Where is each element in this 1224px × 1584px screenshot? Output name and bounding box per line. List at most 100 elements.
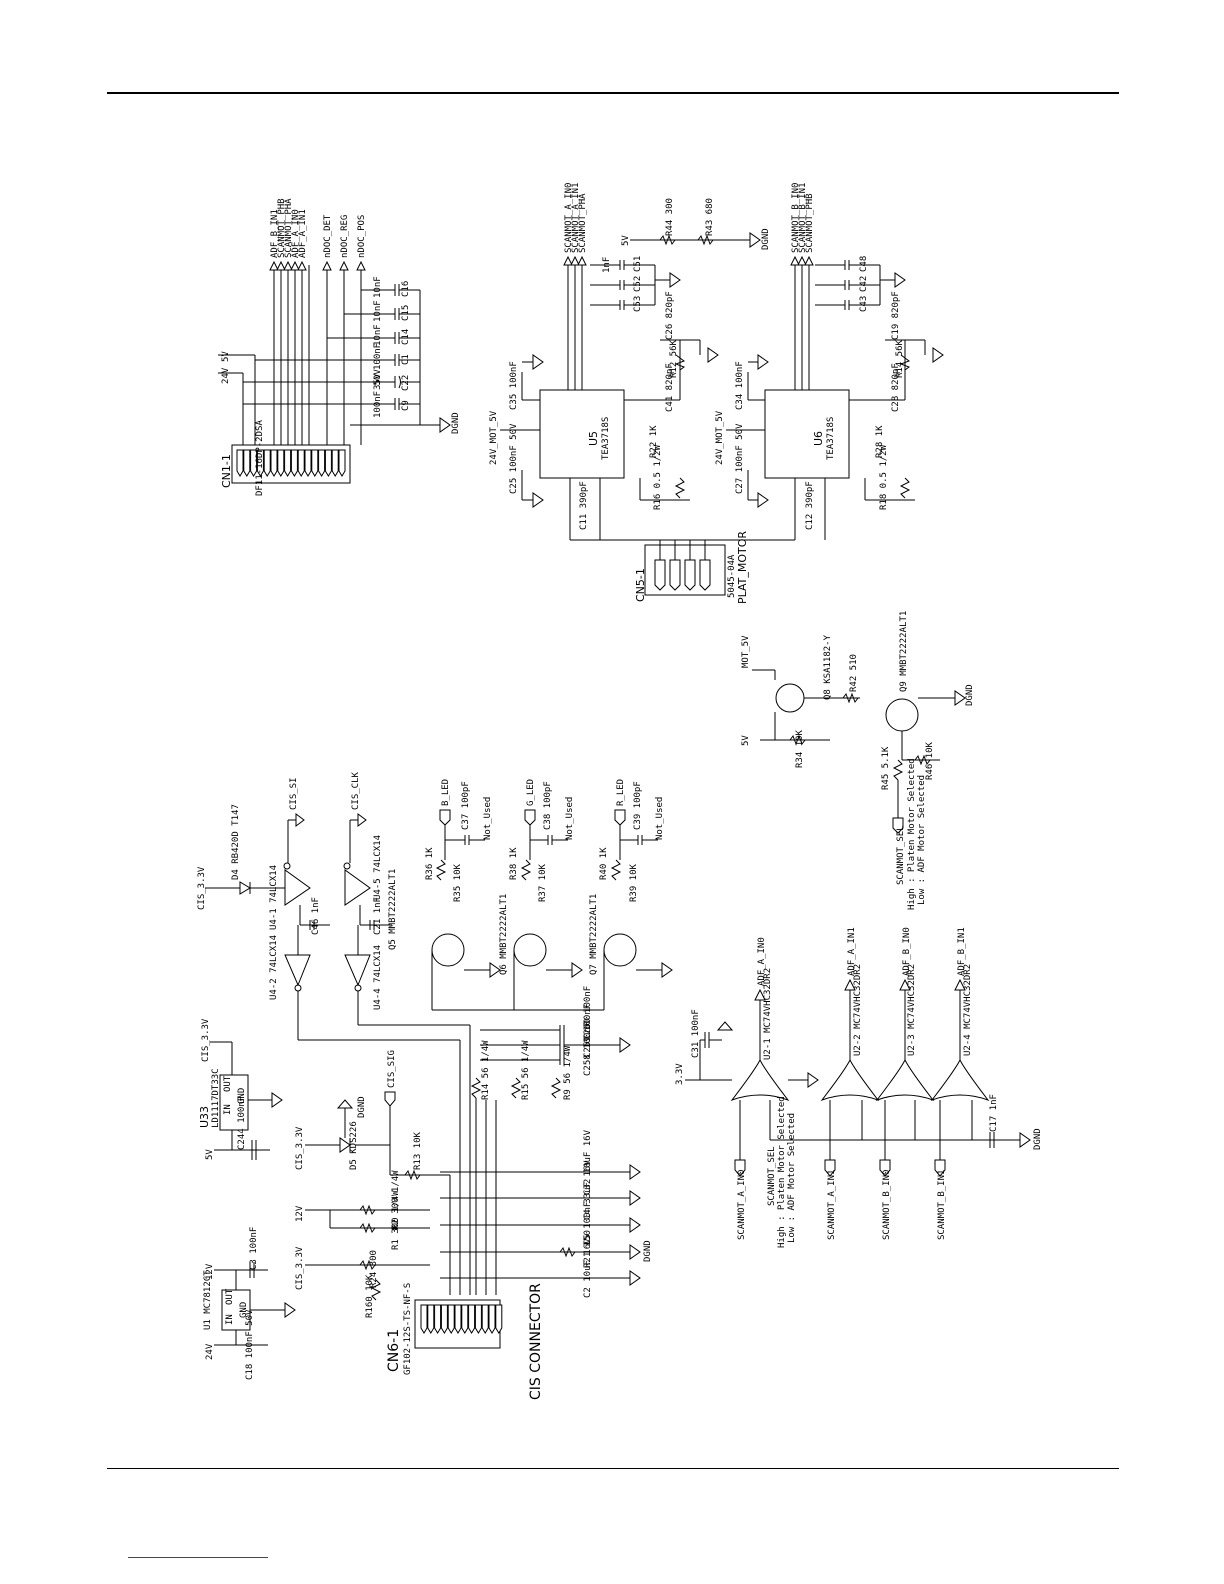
- connector-pin: [284, 449, 292, 477]
- connector-pin: [454, 1304, 462, 1334]
- c1-value: 100nF: [373, 343, 383, 370]
- cn1-connector-block: CN1-1 DF11-16DP-2DSA: [218, 198, 461, 496]
- r16-label: R16 0.5 1/2W: [653, 444, 663, 510]
- c244-label: C244 100nF: [237, 1096, 247, 1150]
- c4-label: C4 33uF 16V: [583, 1160, 593, 1220]
- cn5-ref: CN5-1: [634, 568, 647, 602]
- cn5-name: PLAT_MOTOR: [736, 531, 749, 604]
- u1-12v: 12V: [205, 1263, 215, 1280]
- scanmot-a-in0-label: SCANMOT_A_IN0: [737, 1170, 747, 1240]
- cn5-connector-body: [644, 544, 726, 596]
- r44-label: R44 300: [665, 198, 675, 236]
- r42-label: R42 510: [849, 654, 859, 692]
- cn1-part-label: DF11-16DP-2DSA: [255, 420, 265, 496]
- cis33-d5-label: CIS_3.3V: [295, 1126, 305, 1170]
- connector-pin: [256, 449, 264, 477]
- cn1-signal-ndoc-reg: nDOC_REG: [340, 215, 350, 258]
- connector-pin: [468, 1304, 476, 1334]
- u1-out: OUT: [225, 1288, 235, 1305]
- c16-value: 10nF: [373, 276, 383, 298]
- r36-label: R36 1K: [425, 847, 435, 880]
- c12-label: C12 390pF: [805, 481, 815, 530]
- scanmot-sel-or-high: High : Platen Motor Selected: [777, 1096, 787, 1248]
- c16-ref: C16: [401, 281, 411, 297]
- u33-gnd: GND: [237, 1088, 247, 1104]
- dgnd-cis-label: DGND: [643, 1240, 653, 1262]
- q6-label: Q6 MMBT2222ALT1: [499, 894, 509, 975]
- c258-label: C258 100nF: [583, 1022, 593, 1076]
- r38-label: R38 1K: [509, 847, 519, 880]
- u6-in0-label: SCANMOT_B_IN0: [791, 183, 801, 253]
- cn1-dgnd-symbol: [439, 417, 451, 433]
- cn1-signal-scanmot-phb: SCANMOT_PHB: [277, 198, 287, 258]
- q9-label: Q9 MMBT2222ALT1: [899, 611, 909, 692]
- connector-pin: [461, 1304, 469, 1334]
- nu2-label: Not_Used: [565, 797, 575, 840]
- u33-cis33: CIS_3.3V: [201, 1018, 211, 1062]
- c260-label: C260 100nF: [583, 986, 593, 1040]
- c19-label: C19 820pF: [891, 291, 901, 340]
- u6-in1-label: SCANMOT_B_IN1: [798, 183, 808, 253]
- r35-label: R35 10K: [453, 863, 463, 902]
- connector-pin: [420, 1304, 428, 1334]
- r-led-driver: R_LED C39 100pF Not_Used R40 1K R39 10K …: [589, 779, 673, 1010]
- u4-4-inverter: [344, 954, 371, 987]
- cis33-top-label: CIS_3.3V: [197, 866, 207, 910]
- connector-pin: [495, 1304, 503, 1334]
- u2-4-label: U2-4 MC74VHC32DR2: [963, 964, 973, 1056]
- u5-motor-driver-block: U5 TEA3718S 24V_MOT_5V SCANMOT_A_IN0 SCA…: [489, 183, 771, 540]
- cn1-dgnd-label: DGND: [451, 412, 461, 434]
- c52-ref: C52: [633, 276, 643, 292]
- cis-sig-label: CIS_SIG: [387, 1050, 397, 1088]
- cn1-signal-ndoc-det: nDOC_DET: [323, 214, 333, 258]
- connector-pin: [488, 1304, 496, 1334]
- scanmot-sel-high: High : Platen Motor Selected: [907, 758, 917, 910]
- connector-pin: [290, 449, 298, 477]
- r14-label: R14 56K: [895, 339, 905, 378]
- r2-label: R2 300 1/4W: [391, 1170, 401, 1230]
- u6-motor-driver-block: U6 TEA3718S 24V_MOT_5V SCANMOT_B_IN0 SCA…: [715, 183, 944, 540]
- q9-transistor-symbol: [885, 698, 919, 732]
- connector-pin: [338, 449, 346, 477]
- c14-ref: C14: [401, 329, 411, 345]
- u33-body: [219, 1074, 249, 1131]
- u5-dgnd-top: DGND: [761, 228, 771, 250]
- r28-label: R28 1K: [875, 425, 885, 458]
- u2-1-or-gate: [730, 1058, 790, 1102]
- c9-value: 100nF 50V: [373, 369, 383, 418]
- cn1-5v-label: 5V: [221, 351, 231, 362]
- header-rule: [107, 92, 1119, 94]
- u1-gnd: GND: [239, 1302, 249, 1318]
- footer-rule: [107, 1468, 1119, 1469]
- c42-ref: C42: [859, 276, 869, 292]
- q-dgnd-label: DGND: [965, 684, 975, 706]
- connector-pin: [297, 449, 305, 477]
- motor-select-block: MOT_5V Q8 KSA1182-Y R34 10K 5V R42 510 Q…: [741, 611, 975, 910]
- led-driver-block: B_LED C37 100pF Not_Used R36 1K R35 10K …: [388, 779, 673, 1295]
- cn1-bus-lines: [242, 265, 440, 445]
- r160-label: R160 10K: [365, 1274, 375, 1318]
- connector-pin: [481, 1304, 489, 1334]
- c5-label: C5 100nF: [583, 1202, 593, 1245]
- connector-pin: [318, 449, 326, 477]
- u5-in1-label: SCANMOT_A_IN1: [571, 183, 581, 253]
- cn1-arrows: [269, 260, 366, 271]
- u4-1-label: U4-1 74LCX14: [269, 865, 279, 930]
- cn1-signal-adf-a-in1: ADF_A_IN1: [298, 209, 308, 258]
- v33-label: 3.3V: [675, 1063, 685, 1085]
- dgnd-d5: DGND: [357, 1096, 367, 1118]
- u5-24v-label: 24V_MOT_5V: [489, 410, 499, 465]
- adf-b-in1-label: ADF_B_IN1: [957, 927, 967, 976]
- cis-sig-block: CIS_3.3V D5 KDS226 DGND CIS_SIG R13 10K: [295, 1050, 451, 1295]
- c41-label: C41 820pF: [665, 363, 675, 412]
- c14-value: 10nF: [373, 324, 383, 346]
- u5-ref: U5: [587, 431, 600, 446]
- c25-label: C25 100nF 50V: [509, 423, 519, 494]
- r13-label: R13 10K: [413, 1131, 423, 1170]
- u4-5-label: U4-5 74LCX14: [373, 835, 383, 900]
- c22-ref: C22: [401, 375, 411, 391]
- cn1-bypass-caps: [243, 284, 420, 410]
- connector-pin: [427, 1304, 435, 1334]
